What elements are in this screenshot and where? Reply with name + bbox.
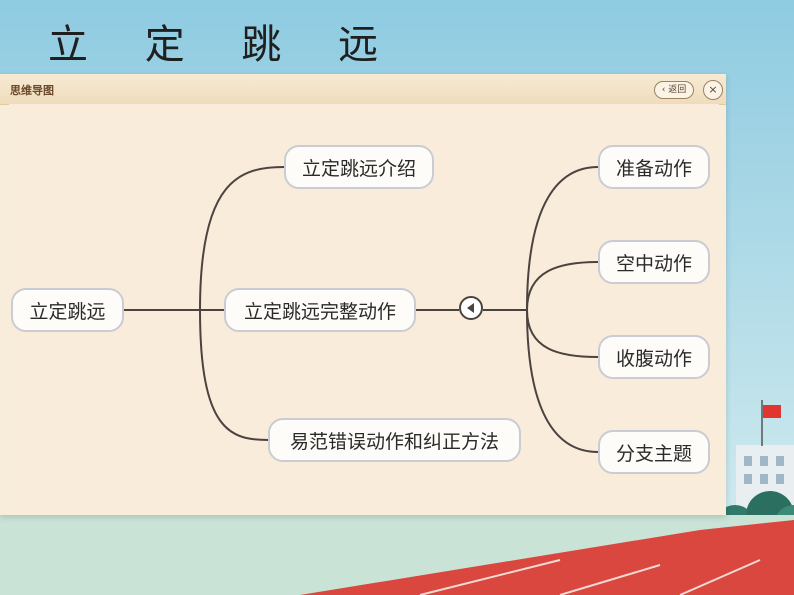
sub-branch-node[interactable]: 空中动作	[598, 240, 710, 284]
branch-node[interactable]: 立定跳远完整动作	[224, 288, 416, 332]
branch-node[interactable]: 立定跳远介绍	[284, 145, 434, 189]
triangle-left-icon	[467, 303, 474, 313]
sub-branch-node[interactable]: 准备动作	[598, 145, 710, 189]
back-label: 返回	[668, 85, 687, 95]
chevron-left-icon: ‹	[661, 85, 666, 95]
root-node[interactable]: 立定跳远	[11, 288, 124, 332]
slide-title: 立 定 跳 远	[48, 22, 401, 68]
close-icon: ×	[708, 83, 718, 96]
branch-node[interactable]: 易范错误动作和纠正方法	[268, 418, 521, 462]
close-button[interactable]: ×	[703, 80, 723, 100]
sub-branch-node[interactable]: 收腹动作	[598, 335, 710, 379]
back-button[interactable]: ‹ 返回	[654, 81, 694, 99]
sub-branch-node[interactable]: 分支主题	[598, 430, 710, 474]
collapse-toggle-button[interactable]	[459, 296, 483, 320]
window-title: 思维导图	[10, 84, 54, 97]
window-header: 思维导图 ‹ 返回 ×	[0, 74, 726, 105]
